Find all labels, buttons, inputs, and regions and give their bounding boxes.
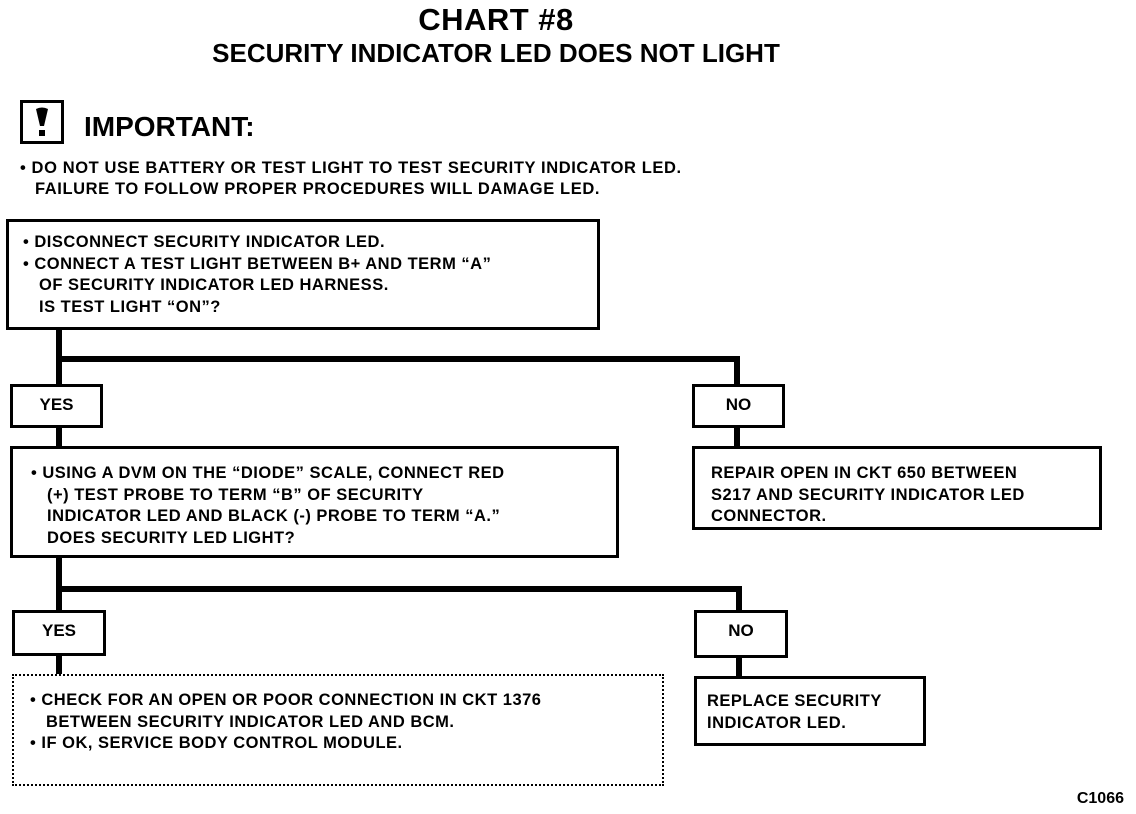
- important-note-line-2: FAILURE TO FOLLOW PROPER PROCEDURES WILL…: [35, 180, 601, 198]
- step1-line: IS TEST LIGHT “ON”?: [39, 297, 221, 316]
- step2-line: (+) TEST PROBE TO TERM “B” OF SECURITY: [47, 485, 424, 504]
- connector-no2-to-result: [736, 656, 742, 678]
- step2-box: • USING A DVM ON THE “DIODE” SCALE, CONN…: [10, 446, 619, 558]
- step1-line: • DISCONNECT SECURITY INDICATOR LED.: [23, 233, 386, 251]
- branch1-yes-label: YES: [10, 384, 103, 428]
- result-no1-line: CONNECTOR.: [711, 507, 827, 525]
- result-yes2-line: • CHECK FOR AN OPEN OR POOR CONNECTION I…: [30, 691, 542, 709]
- result-no2-box: REPLACE SECURITY INDICATOR LED.: [694, 676, 926, 746]
- step1-line: OF SECURITY INDICATOR LED HARNESS.: [39, 276, 389, 294]
- connector-no1-to-result: [734, 426, 740, 448]
- chart-title: CHART #8: [418, 2, 574, 37]
- result-no1-line: S217 AND SECURITY INDICATOR LED: [711, 485, 1025, 504]
- result-no1-box: REPAIR OPEN IN CKT 650 BETWEEN S217 AND …: [692, 446, 1102, 530]
- branch2-no-label: NO: [694, 610, 788, 658]
- connector-branch2-no-drop: [736, 586, 742, 612]
- result-no1-line: REPAIR OPEN IN CKT 650 BETWEEN: [711, 464, 1018, 482]
- step2-line: DOES SECURITY LED LIGHT?: [47, 528, 296, 547]
- connector-yes2-to-result: [56, 654, 62, 676]
- result-no2-line: REPLACE SECURITY: [707, 692, 882, 710]
- connector-branch1-horizontal: [56, 356, 740, 362]
- step2-line: INDICATOR LED AND BLACK (-) PROBE TO TER…: [47, 507, 501, 525]
- result-no2-line: INDICATOR LED.: [707, 713, 847, 732]
- connector-yes1-to-step2: [56, 426, 62, 448]
- branch2-yes-label: YES: [12, 610, 106, 656]
- connector-step2-down: [56, 556, 62, 612]
- step1-line: • CONNECT A TEST LIGHT BETWEEN B+ AND TE…: [23, 254, 492, 273]
- important-label: IMPORTANT:: [84, 111, 255, 142]
- branch1-no-label: NO: [692, 384, 785, 428]
- connector-branch2-horizontal: [56, 586, 742, 592]
- result-yes2-line: BETWEEN SECURITY INDICATOR LED AND BCM.: [46, 712, 455, 731]
- figure-code: C1066: [1076, 790, 1124, 807]
- step2-line: • USING A DVM ON THE “DIODE” SCALE, CONN…: [31, 464, 505, 482]
- result-yes2-line: • IF OK, SERVICE BODY CONTROL MODULE.: [30, 734, 403, 752]
- exclamation-warning-icon: [20, 100, 64, 144]
- step1-box: • DISCONNECT SECURITY INDICATOR LED. • C…: [6, 219, 600, 330]
- chart-subtitle: SECURITY INDICATOR LED DOES NOT LIGHT: [212, 38, 780, 68]
- result-yes2-box: • CHECK FOR AN OPEN OR POOR CONNECTION I…: [12, 674, 664, 786]
- important-note-line-1: • DO NOT USE BATTERY OR TEST LIGHT TO TE…: [20, 159, 682, 177]
- connector-branch1-no-drop: [734, 356, 740, 386]
